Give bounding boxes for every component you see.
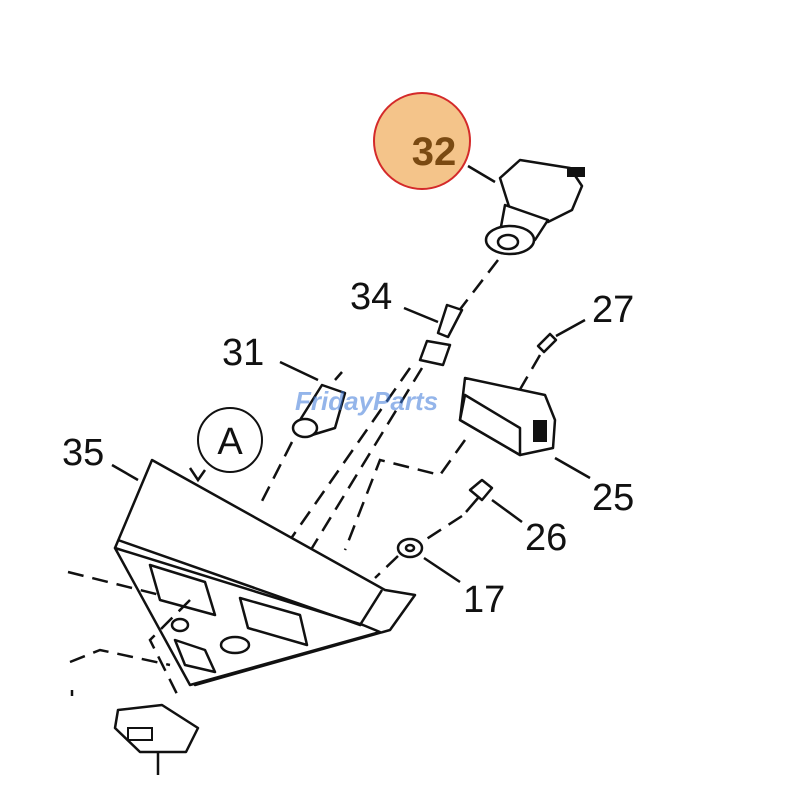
callout-17-label: 26: [525, 517, 567, 559]
leader-27: [555, 318, 586, 338]
washer-35-part: [396, 537, 424, 559]
dash-lower-1: [67, 570, 161, 597]
view-reference-A: A: [197, 407, 263, 473]
dash-32-34: [447, 259, 499, 326]
callout-26-label: 25: [592, 477, 634, 519]
callout-35-label: 17: [463, 579, 505, 621]
callout-32-highlight: 32: [373, 92, 471, 190]
dash-34-panel-2: [288, 367, 412, 541]
lower-switch-part: [113, 703, 200, 754]
ignition-switch-part: [484, 158, 585, 256]
leader-31: [279, 360, 319, 382]
connector-31-part: [291, 371, 347, 439]
callout-25-label: 35: [62, 432, 104, 474]
callout-A-label: A: [217, 421, 243, 463]
key-part: [418, 303, 464, 367]
dash-35-panel: [374, 555, 399, 579]
dash-17-35: [424, 514, 463, 542]
dash-panel-25-part: [113, 458, 417, 687]
switch-block-26-part: [458, 376, 557, 457]
dash-lower-2: [69, 648, 171, 667]
callout-27-label: 27: [592, 289, 634, 331]
leader-35: [423, 556, 461, 584]
dash-34-panel: [310, 367, 424, 549]
callout-31-label: 31: [222, 332, 264, 374]
leader-32: [467, 164, 496, 184]
leader-34: [403, 306, 439, 324]
dash-31-panel: [258, 441, 294, 506]
bolt-17-part: [465, 478, 494, 513]
watermark-text: FridayParts: [295, 386, 438, 416]
dash-26-panel: [343, 439, 467, 551]
leader-17: [491, 498, 523, 524]
callout-34-label: 34: [350, 276, 392, 318]
leader-26: [554, 456, 591, 480]
leader-25: [111, 463, 139, 482]
dash-lower-3: [148, 599, 191, 701]
screw-27-part: [536, 332, 558, 354]
callout-32-label: 32: [412, 130, 457, 174]
dash-27-26: [513, 354, 542, 399]
